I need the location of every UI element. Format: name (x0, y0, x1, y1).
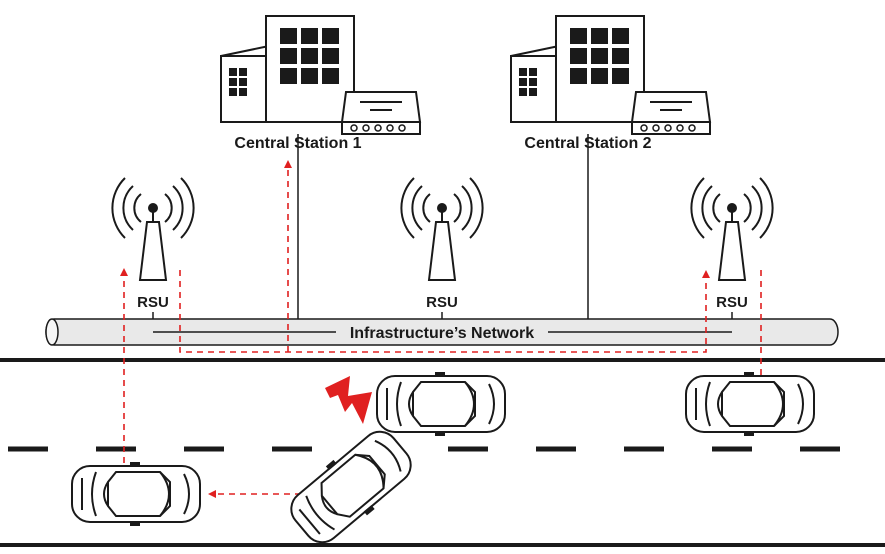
rsu-label-3: RSU (716, 294, 748, 311)
station-2-label: Central Station 2 (524, 135, 651, 152)
car-crashed (280, 420, 422, 554)
rsu-antenna-2-icon (400, 177, 484, 281)
lightning-icon (325, 376, 372, 424)
rsu-label-1: RSU (137, 294, 169, 311)
station-1-label: Central Station 1 (234, 135, 361, 152)
rsu-antenna-1-icon (111, 177, 195, 281)
central-station-2 (510, 15, 711, 135)
network-label-bg (336, 322, 548, 342)
car-top-middle (376, 371, 506, 437)
network-label: Infrastructure’s Network (350, 325, 534, 342)
rsu-antenna-3-icon (690, 177, 774, 281)
central-station-1 (220, 15, 421, 135)
car-bottom-left (71, 461, 201, 527)
rsu-label-2: RSU (426, 294, 458, 311)
car-top-right (685, 371, 815, 437)
